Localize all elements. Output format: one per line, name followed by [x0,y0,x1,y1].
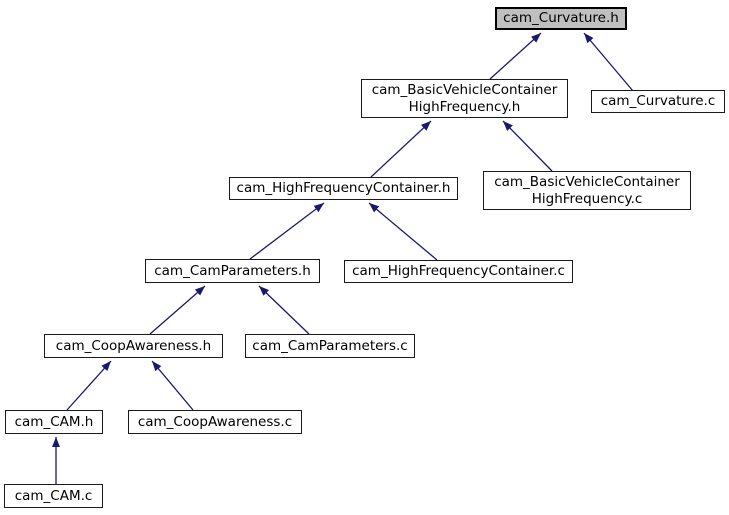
node-label: cam_HighFrequencyContainer.h [236,180,451,196]
edge-cam-h-to-coopaware-h [66,360,112,411]
edge-camparams-h-to-hfc-h [249,202,325,260]
edge-curvature-c-to-curvature-h [583,32,634,92]
edge-hfc-h-to-bvchf-h [370,120,432,178]
node-label: cam_CAM.c [14,487,93,504]
graph-node-cam-highfrequencycontainer-h[interactable]: cam_HighFrequencyContainer.h [229,177,458,200]
node-label: cam_Curvature.c [600,93,716,109]
node-label-line2: HighFrequency.h [408,98,521,115]
node-label: cam_Curvature.h [503,10,619,26]
graph-node-cam-curvature-h[interactable]: cam_Curvature.h [495,7,627,30]
node-label-line1: cam_BasicVehicleContainer [494,173,680,190]
graph-node-cam-coopawareness-h[interactable]: cam_CoopAwareness.h [44,334,223,358]
graph-node-cam-camparameters-c[interactable]: cam_CamParameters.c [245,334,415,358]
node-label: cam_CamParameters.h [154,262,311,279]
node-label: cam_CAM.h [14,413,94,430]
graph-node-cam-cam-c[interactable]: cam_CAM.c [4,484,103,508]
edge-coopaware-c-to-coopaware-h [151,360,194,411]
graph-node-cam-highfrequencycontainer-c[interactable]: cam_HighFrequencyContainer.c [344,260,573,283]
graph-node-cam-coopawareness-c[interactable]: cam_CoopAwareness.c [128,410,302,434]
graph-node-cam-basicvehiclecontainer-highfrequency-c[interactable]: cam_BasicVehicleContainer HighFrequency.… [483,171,691,210]
graph-node-cam-basicvehiclecontainer-highfrequency-h[interactable]: cam_BasicVehicleContainer HighFrequency.… [361,79,568,118]
graph-node-cam-cam-h[interactable]: cam_CAM.h [5,410,103,434]
node-label: cam_HighFrequencyContainer.c [352,263,565,279]
node-label: cam_CoopAwareness.c [137,413,293,430]
edge-camparams-c-to-camparams-h [258,285,310,335]
graph-node-cam-camparameters-h[interactable]: cam_CamParameters.h [145,259,320,283]
node-label-line1: cam_BasicVehicleContainer [371,81,558,98]
node-label: cam_CamParameters.c [252,337,408,354]
node-label-line2: HighFrequency.c [531,190,643,207]
node-label: cam_CoopAwareness.h [55,337,212,354]
edge-hfc-c-to-hfc-h [368,202,438,261]
edge-bvchf-h-to-curvature-h [489,32,542,80]
edge-bvchf-c-to-bvchf-h [502,120,553,172]
graph-node-cam-curvature-c[interactable]: cam_Curvature.c [591,90,725,113]
edge-coopaware-h-to-camparams-h [149,285,206,335]
